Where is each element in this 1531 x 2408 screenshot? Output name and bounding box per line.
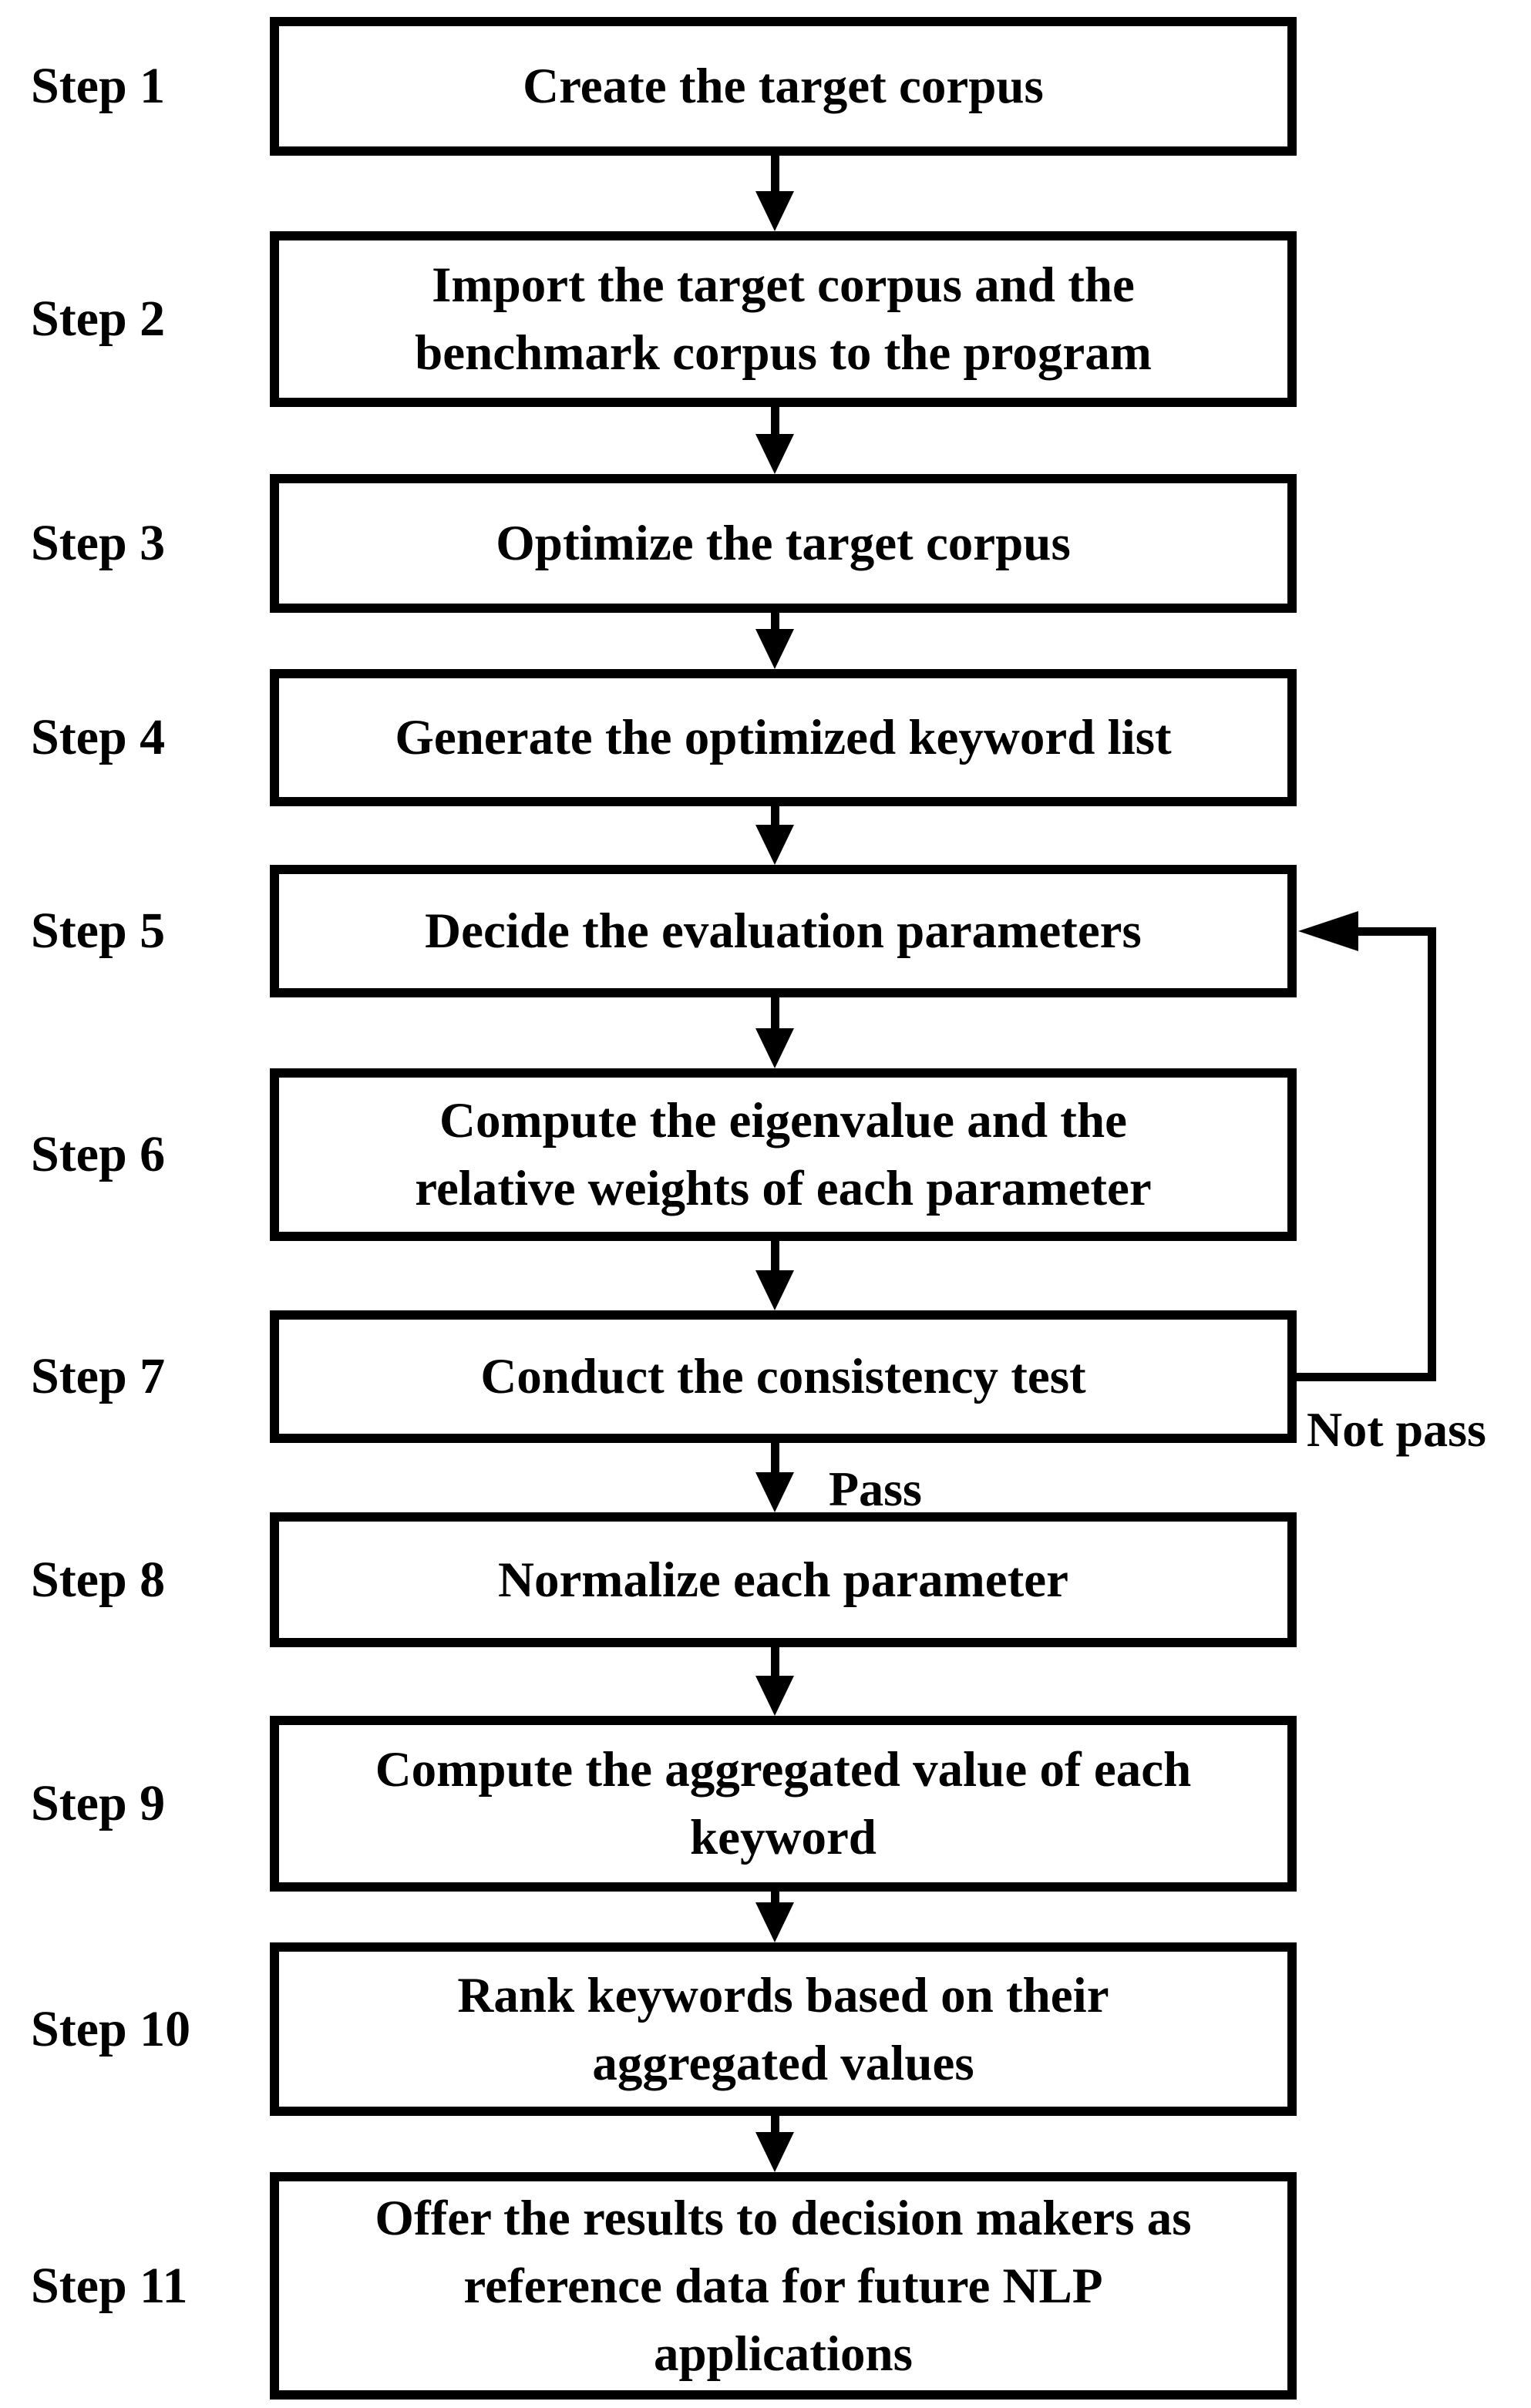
arrow-stem	[770, 1892, 779, 1902]
step-4-box: Generate the optimized keyword list	[270, 669, 1297, 806]
step-1-box: Create the target corpus	[270, 17, 1297, 156]
step-5-text: Decide the evaluation parameters	[425, 903, 1142, 959]
step-9-label: Step 9	[31, 1775, 166, 1831]
arrow-step-1-to-2	[732, 156, 817, 231]
step-6-text-line-2: relative weights of each parameter	[415, 1161, 1152, 1216]
arrow-down-icon	[755, 1472, 794, 1512]
arrow-stem	[770, 1241, 779, 1270]
step-3-box: Optimize the target corpus	[270, 474, 1297, 613]
not-pass-line-vertical	[1428, 927, 1436, 1381]
step-9-box: Compute the aggregated value of each key…	[270, 1716, 1297, 1892]
arrow-down-icon	[755, 2132, 794, 2172]
arrow-stem	[770, 997, 779, 1028]
step-7-box: Conduct the consistency test	[270, 1310, 1297, 1443]
arrow-step-7-to-8-pass	[732, 1443, 817, 1512]
step-3-label: Step 3	[31, 515, 166, 571]
arrow-stem	[770, 156, 779, 191]
step-11-text-line-2: reference data for future NLP	[463, 2258, 1103, 2314]
step-8-text: Normalize each parameter	[498, 1552, 1068, 1608]
step-9-text-line-1: Compute the aggregated value of each	[375, 1742, 1192, 1798]
not-pass-label: Not pass	[1307, 1402, 1486, 1457]
step-2-box: Import the target corpus and the benchma…	[270, 231, 1297, 407]
arrow-step-3-to-4	[732, 613, 817, 669]
step-11-text-line-3: applications	[654, 2326, 913, 2382]
arrow-stem	[770, 1647, 779, 1676]
step-4-label: Step 4	[31, 709, 166, 765]
step-4-text: Generate the optimized keyword list	[395, 710, 1172, 765]
step-9-text-line-2: keyword	[690, 1810, 877, 1865]
arrow-down-icon	[755, 1270, 794, 1310]
arrow-step-6-to-7	[732, 1241, 817, 1310]
arrow-down-icon	[755, 1676, 794, 1716]
step-1-label: Step 1	[31, 58, 166, 114]
arrow-step-4-to-5	[732, 806, 817, 865]
step-10-text-line-2: aggregated values	[592, 2035, 974, 2091]
step-10-label: Step 10	[31, 2000, 191, 2057]
arrow-stem	[770, 2116, 779, 2132]
step-10-text-line-1: Rank keywords based on their	[457, 1967, 1109, 2023]
arrow-down-icon	[755, 191, 794, 231]
step-8-label: Step 8	[31, 1551, 166, 1608]
arrow-stem	[770, 806, 779, 825]
arrow-step-8-to-9	[732, 1647, 817, 1716]
arrow-step-9-to-10	[732, 1892, 817, 1942]
arrow-step-5-to-6	[732, 997, 817, 1068]
step-6-text-line-1: Compute the eigenvalue and the	[439, 1093, 1127, 1149]
arrow-down-icon	[755, 825, 794, 865]
arrow-down-icon	[755, 629, 794, 669]
step-7-text: Conduct the consistency test	[480, 1349, 1086, 1404]
arrow-down-icon	[755, 1902, 794, 1942]
step-5-label: Step 5	[31, 903, 166, 959]
step-5-box: Decide the evaluation parameters	[270, 865, 1297, 997]
arrow-step-10-to-11	[732, 2116, 817, 2172]
arrow-left-icon	[1298, 911, 1358, 951]
not-pass-line-top	[1351, 927, 1436, 936]
step-8-box: Normalize each parameter	[270, 1512, 1297, 1647]
step-11-label: Step 11	[31, 2257, 188, 2314]
pass-label: Pass	[829, 1461, 922, 1516]
arrow-stem	[770, 1443, 779, 1472]
step-11-text-line-1: Offer the results to decision makers as	[375, 2190, 1192, 2246]
step-2-label: Step 2	[31, 291, 166, 347]
arrow-stem	[770, 407, 779, 434]
step-3-text: Optimize the target corpus	[496, 516, 1071, 571]
arrow-down-icon	[755, 1028, 794, 1068]
step-10-box: Rank keywords based on their aggregated …	[270, 1942, 1297, 2116]
step-6-box: Compute the eigenvalue and the relative …	[270, 1068, 1297, 1241]
step-2-text-line-1: Import the target corpus and the	[432, 257, 1135, 313]
not-pass-line-bottom	[1297, 1373, 1436, 1381]
step-7-label: Step 7	[31, 1348, 166, 1404]
arrow-down-icon	[755, 434, 794, 474]
step-2-text-line-2: benchmark corpus to the program	[415, 325, 1152, 381]
step-11-box: Offer the results to decision makers as …	[270, 2172, 1297, 2400]
step-6-label: Step 6	[31, 1126, 166, 1182]
arrow-step-2-to-3	[732, 407, 817, 474]
step-1-text: Create the target corpus	[523, 59, 1044, 114]
arrow-stem	[770, 613, 779, 629]
